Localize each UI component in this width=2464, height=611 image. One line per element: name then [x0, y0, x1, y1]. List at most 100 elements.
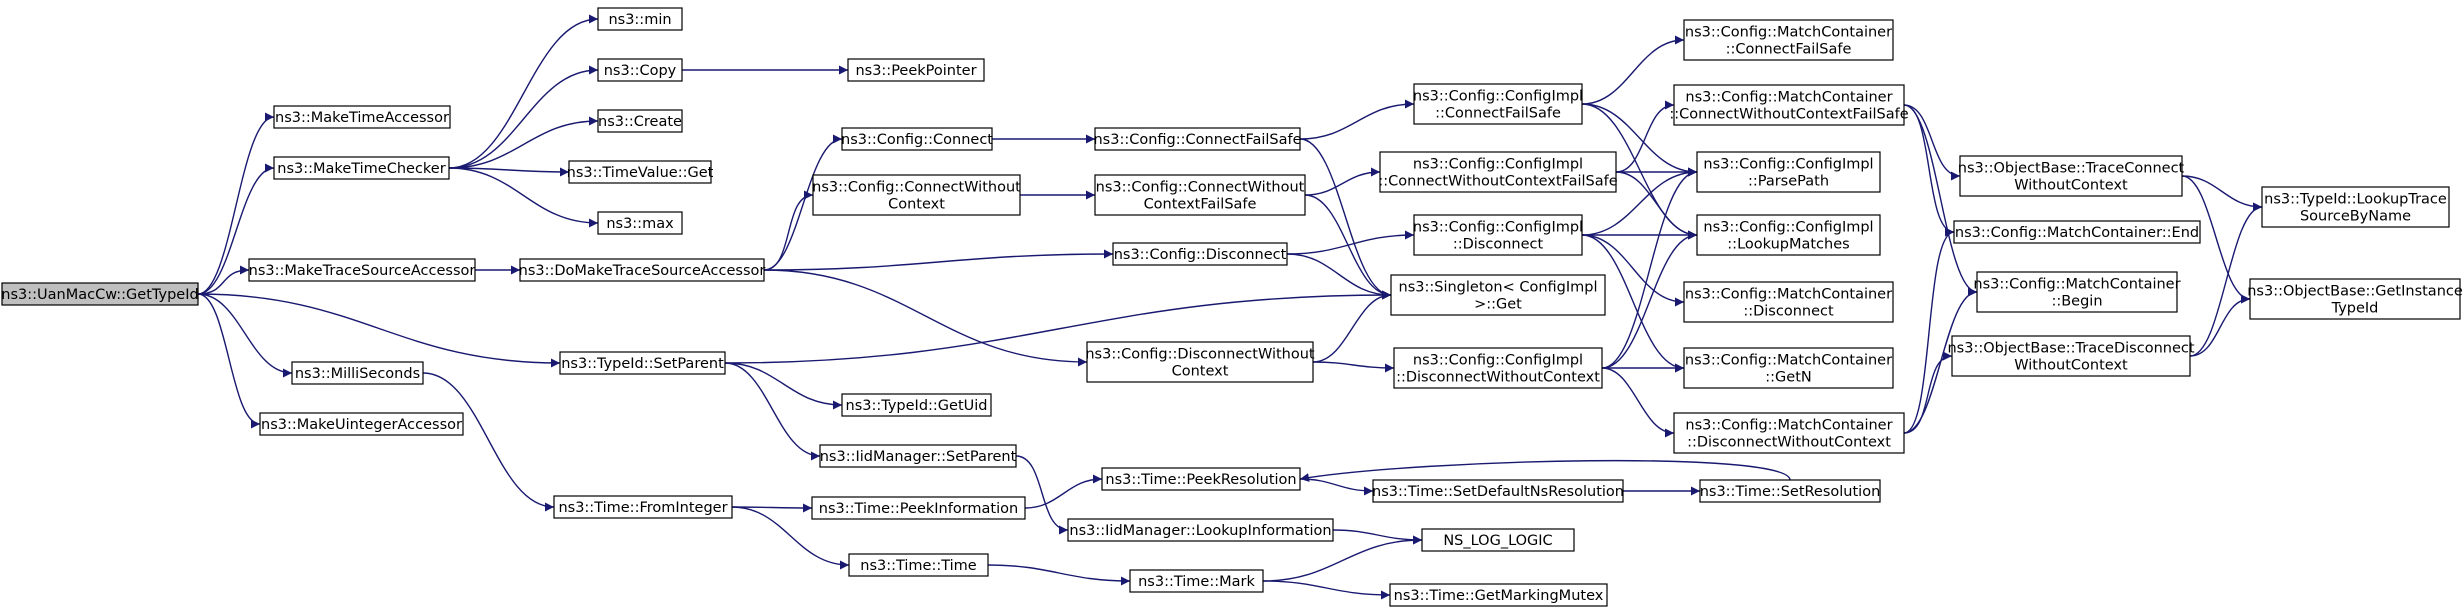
edge-mcdwc-to-mcend [1903, 227, 1955, 434]
node-label: ns3::Time::Time [860, 558, 977, 574]
node-label: TypeId [2331, 301, 2379, 317]
node-tgmm[interactable]: ns3::Time::GetMarkingMutex [1389, 583, 1608, 607]
node-copy[interactable]: ns3::Copy [597, 58, 683, 82]
node-label: ns3::PeekPointer [855, 63, 976, 79]
node-tsr[interactable]: ns3::Time::SetResolution [1699, 479, 1881, 503]
node-box [1953, 220, 2201, 244]
node-create[interactable]: ns3::Create [597, 109, 683, 133]
node-mcd[interactable]: ns3::Config::MatchContainer::Disconnect [1683, 281, 1894, 323]
node-label: WithoutContext [2014, 178, 2128, 194]
node-mcgn[interactable]: ns3::Config::MatchContainer::GetN [1683, 347, 1894, 389]
node-ms[interactable]: ns3::MilliSeconds [291, 361, 424, 385]
node-cicwcfs[interactable]: ns3::Config::ConfigImpl::ConnectWithoutC… [1378, 151, 1618, 193]
edge-ccfs-to-cicfs [1299, 99, 1415, 140]
edge-root-to-mta [197, 112, 275, 295]
node-label: ContextFailSafe [1144, 197, 1257, 213]
node-box [291, 361, 424, 385]
node-cwc[interactable]: ns3::Config::ConnectWithoutContext [812, 174, 1021, 216]
node-min[interactable]: ns3::min [597, 7, 683, 31]
edge-cicfs-to-mccfs [1581, 35, 1685, 105]
node-obtdwc[interactable]: ns3::ObjectBase::TraceDisconnectWithoutC… [1947, 335, 2195, 377]
node-label: ns3::TimeValue::Get [567, 165, 714, 181]
edge-tpi-to-tpr [1024, 474, 1103, 509]
node-label: ns3::Config::ConnectFailSafe [1093, 132, 1301, 148]
node-box [1372, 479, 1624, 503]
node-tfi[interactable]: ns3::Time::FromInteger [553, 495, 733, 519]
edge-root-to-mtsa [197, 265, 250, 295]
node-label: ns3::MakeUintegerAccessor [261, 417, 462, 433]
node-label: ns3::IidManager::LookupInformation [1069, 523, 1331, 539]
edge-tm-to-nslog [1262, 535, 1423, 582]
node-obtcwc[interactable]: ns3::ObjectBase::TraceConnectWithoutCont… [1958, 155, 2185, 197]
nodes-layer: ns3::UanMacCw::GetTypeId ns3::MakeTimeAcc… [1, 7, 2463, 607]
node-label: ns3::Config::MatchContainer [1973, 277, 2180, 293]
node-mcbegin[interactable]: ns3::Config::MatchContainer::Begin [1973, 271, 2181, 313]
node-dmtsa[interactable]: ns3::DoMakeTraceSourceAccessor [519, 258, 766, 282]
edge-cd-to-cid [1286, 230, 1415, 255]
node-tt[interactable]: ns3::Time::Time [848, 553, 989, 577]
node-box [1976, 271, 2178, 313]
node-cidwc[interactable]: ns3::Config::ConfigImpl::DisconnectWitho… [1393, 347, 1603, 389]
node-tgu[interactable]: ns3::TypeId::GetUid [841, 393, 992, 417]
node-tsp[interactable]: ns3::TypeId::SetParent [559, 351, 726, 375]
node-tvget[interactable]: ns3::TimeValue::Get [567, 160, 714, 184]
node-imsp[interactable]: ns3::IidManager::SetParent [819, 444, 1017, 468]
node-label: ns3::Config::ConnectWithout [812, 180, 1021, 196]
node-box [819, 444, 1017, 468]
node-label: ns3::Time::FromInteger [558, 500, 727, 516]
node-label: ns3::MakeTimeChecker [277, 161, 445, 177]
node-label: ns3::ObjectBase::TraceConnect [1958, 161, 2185, 177]
node-cicfs[interactable]: ns3::Config::ConfigImpl::ConnectFailSafe [1413, 83, 1583, 125]
node-mccwcfs[interactable]: ns3::Config::MatchContainer::ConnectWith… [1669, 84, 1909, 126]
edge-cid-to-mcgn [1581, 234, 1685, 373]
node-peekptr[interactable]: ns3::PeekPointer [847, 58, 985, 82]
edge-cidwc-to-cilm [1601, 230, 1698, 369]
edge-mccwcfs-to-mcend [1903, 104, 1955, 237]
node-label: ns3::Config::ConfigImpl [1413, 157, 1583, 173]
edge-imli-to-nslog [1332, 529, 1423, 545]
edge-tfi-to-tt [731, 506, 850, 570]
node-mcdwc[interactable]: ns3::Config::MatchContainer::DisconnectW… [1673, 412, 1905, 454]
node-cilm[interactable]: ns3::Config::ConfigImpl::LookupMatches [1696, 214, 1881, 256]
edge-dmtsa-to-cdwc [763, 269, 1088, 367]
node-max[interactable]: ns3::max [597, 211, 683, 235]
node-root[interactable]: ns3::UanMacCw::GetTypeId [1, 282, 199, 306]
node-tpi[interactable]: ns3::Time::PeekInformation [811, 496, 1026, 520]
node-cipp[interactable]: ns3::Config::ConfigImpl::ParsePath [1696, 151, 1881, 193]
node-tm[interactable]: ns3::Time::Mark [1129, 569, 1264, 593]
node-label: ns3::Time::PeekResolution [1105, 472, 1296, 488]
node-mccfs[interactable]: ns3::Config::MatchContainer::ConnectFail… [1683, 19, 1894, 61]
node-sget[interactable]: ns3::Singleton< ConfigImpl >::Get [1390, 274, 1606, 316]
node-ccfs[interactable]: ns3::Config::ConnectFailSafe [1093, 127, 1302, 151]
edge-root-to-mtc [197, 163, 275, 295]
edge-cd-to-sget [1286, 253, 1392, 300]
node-cd[interactable]: ns3::Config::Disconnect [1112, 242, 1288, 266]
node-label: ns3::Config::MatchContainer [1685, 90, 1892, 106]
node-ccwcfs[interactable]: ns3::Config::ConnectWithoutContextFailSa… [1094, 174, 1306, 216]
edge-cid-to-mcd [1581, 234, 1685, 307]
node-mcend[interactable]: ns3::Config::MatchContainer::End [1953, 220, 2201, 244]
node-imli[interactable]: ns3::IidManager::LookupInformation [1067, 518, 1334, 542]
node-label: ns3::Config::ConnectWithout [1096, 180, 1305, 196]
node-tpr[interactable]: ns3::Time::PeekResolution [1101, 467, 1301, 491]
node-mta[interactable]: ns3::MakeTimeAccessor [273, 105, 451, 129]
node-label: ::LookupMatches [1727, 237, 1849, 253]
edge-ccwcfs-to-sget [1304, 194, 1392, 300]
node-nslog[interactable]: NS_LOG_LOGIC [1421, 528, 1575, 552]
node-label: >::Get [1474, 297, 1522, 313]
node-label: ::GetN [1765, 370, 1811, 386]
node-mua[interactable]: ns3::MakeUintegerAccessor [259, 412, 464, 436]
node-cdwc[interactable]: ns3::Config::DisconnectWithoutContext [1085, 341, 1315, 383]
node-cc[interactable]: ns3::Config::Connect [841, 127, 993, 151]
node-mtsa[interactable]: ns3::MakeTraceSourceAccessor [248, 258, 476, 282]
node-label: ns3::max [606, 216, 674, 232]
node-box [568, 160, 712, 184]
node-cid[interactable]: ns3::Config::ConfigImpl::Disconnect [1413, 214, 1583, 256]
node-mtc[interactable]: ns3::MakeTimeChecker [273, 156, 450, 180]
edge-tsp-to-sget [724, 290, 1392, 364]
node-tsdnr[interactable]: ns3::Time::SetDefaultNsResolution [1372, 479, 1624, 503]
node-box [273, 156, 450, 180]
edge-root-to-mua [197, 293, 261, 429]
